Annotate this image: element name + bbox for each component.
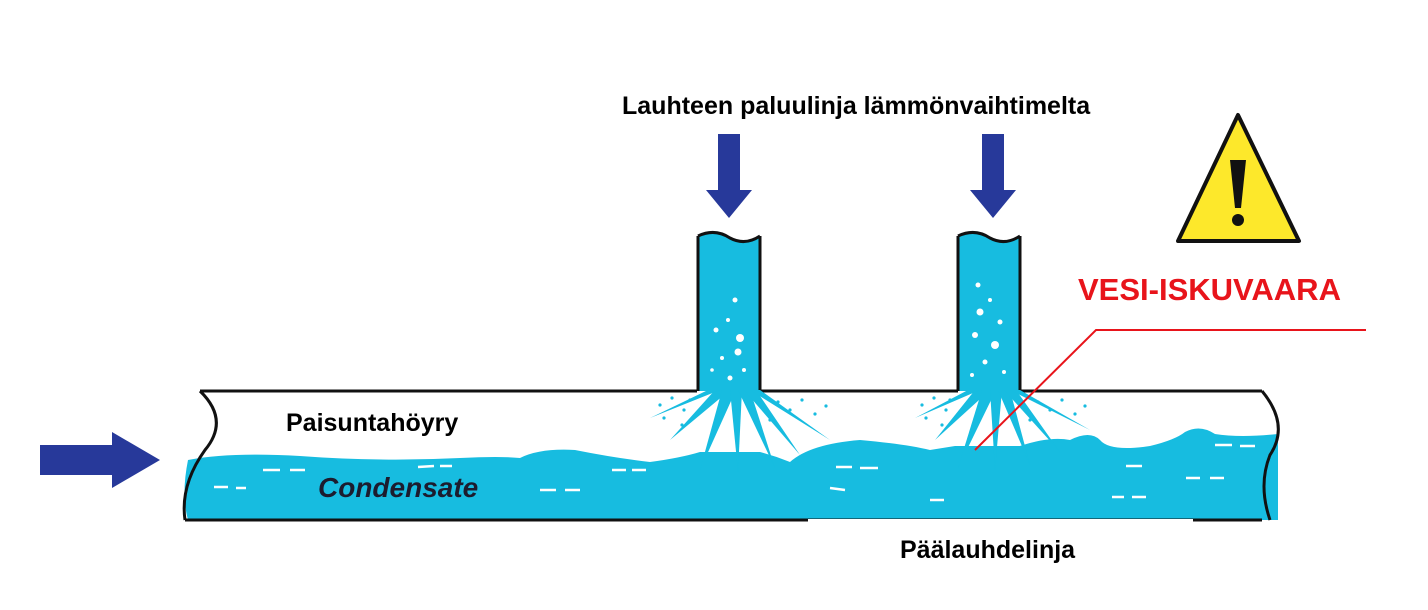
- arrow-down-icon: [706, 134, 752, 218]
- spray-mist: [658, 396, 1087, 427]
- return-line-label: Lauhteen paluulinja lämmönvaihtimelta: [622, 92, 1091, 120]
- water-hammer-warning-label: VESI-ISKUVAARA: [1078, 272, 1341, 307]
- flash-steam-label: Paisuntahöyry: [286, 409, 459, 437]
- arrow-down-icon: [970, 134, 1016, 218]
- spray-left: [650, 390, 830, 472]
- condensate-water: [184, 428, 1278, 520]
- return-branch-right: [956, 231, 1022, 391]
- warning-leader-line: [974, 329, 1366, 451]
- outlet-gap: [808, 519, 1193, 524]
- condensate-label: Condensate: [318, 472, 479, 503]
- return-branch-left: [696, 231, 762, 391]
- flow-dashes: [214, 443, 1255, 502]
- main-condensate-line-label: Päälauhdelinja: [900, 536, 1076, 564]
- bubbles: [710, 282, 1006, 381]
- arrow-right-icon: [40, 432, 160, 488]
- warning-triangle-icon: [1176, 113, 1301, 243]
